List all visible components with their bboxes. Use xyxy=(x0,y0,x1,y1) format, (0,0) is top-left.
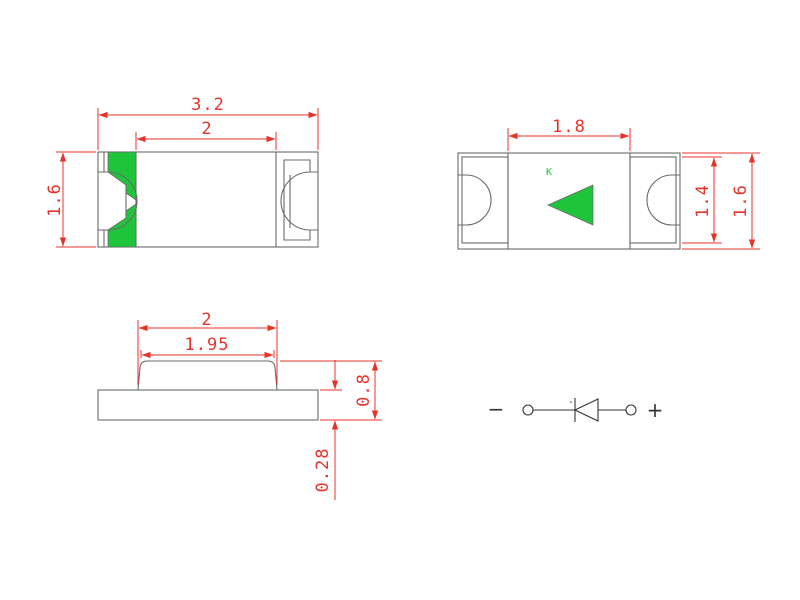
dim-side-top-width: 2 xyxy=(201,310,212,330)
dim-bottom-width: 1.8 xyxy=(552,117,586,137)
dim-top-height: 1.6 xyxy=(45,183,65,217)
top-view-left-terminal xyxy=(98,151,138,248)
dim-top-pad-width: 2 xyxy=(201,119,212,139)
polarity-triangle-icon xyxy=(547,184,594,226)
plus-sign: + xyxy=(647,398,664,422)
bottom-right-pad xyxy=(629,156,677,244)
left-notch xyxy=(98,171,138,231)
diode-schematic-symbol: − + xyxy=(488,397,664,422)
bottom-left-notch xyxy=(458,174,492,226)
minus-sign: − xyxy=(488,397,505,421)
side-view: 2 1.95 0.8 0.28 xyxy=(97,310,382,500)
bottom-right-notch xyxy=(646,174,680,226)
bottom-left-pad xyxy=(461,156,509,244)
diode-triangle-icon xyxy=(573,398,599,422)
dim-side-total-height: 0.8 xyxy=(354,373,374,407)
green-mark-lower xyxy=(107,203,137,248)
cathode-mark-label: K xyxy=(546,167,552,178)
top-view-right-terminal xyxy=(275,152,318,247)
side-view-lens xyxy=(137,360,278,391)
dim-side-base-height: 0.28 xyxy=(313,448,333,493)
dim-top-overall-width: 3.2 xyxy=(191,95,225,115)
anode-terminal-icon xyxy=(625,404,637,416)
top-view-body xyxy=(97,151,319,248)
top-view: 3.2 2 1.6 xyxy=(45,95,319,248)
bottom-view-body xyxy=(457,152,681,250)
bottom-view: K 1.8 1.4 1.6 xyxy=(457,117,760,250)
side-view-base xyxy=(97,389,319,421)
dim-side-lens-width: 1.95 xyxy=(185,335,230,355)
dim-bottom-outer-height: 1.6 xyxy=(731,184,751,218)
dim-bottom-inner-height: 1.4 xyxy=(693,184,713,218)
right-terminal-pad xyxy=(280,159,311,241)
cathode-terminal-icon xyxy=(522,404,534,416)
